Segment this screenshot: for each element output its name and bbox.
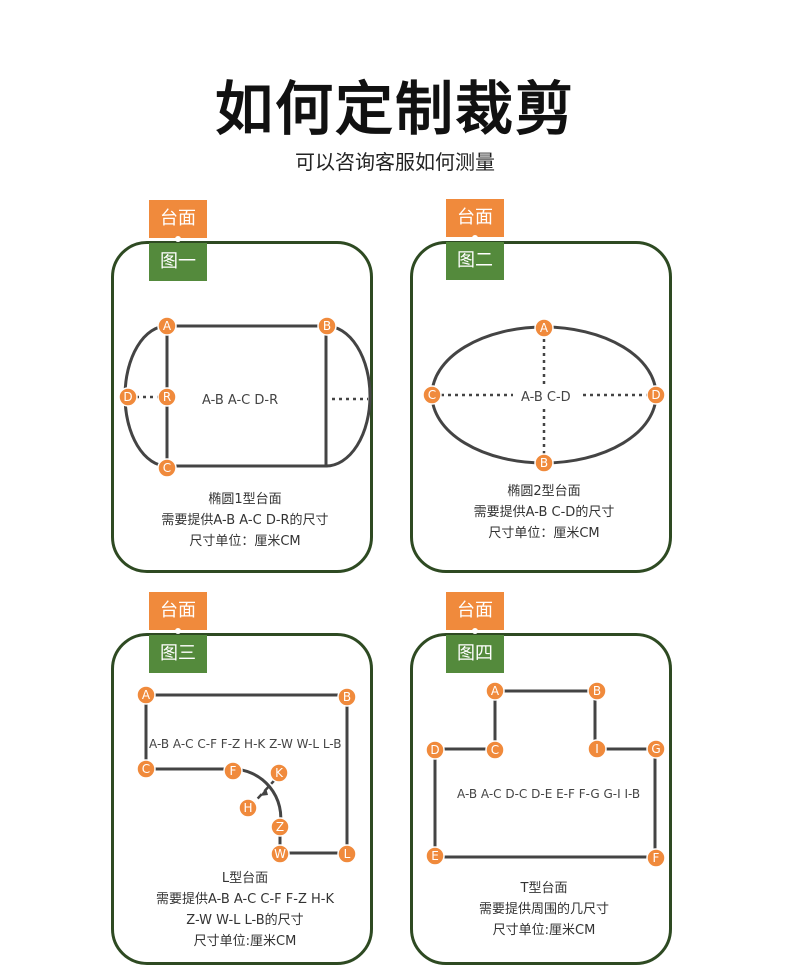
desc-line: T型台面 [520,881,568,896]
card-description: 椭圆2型台面 需要提供A-B C-D的尺寸 尺寸单位：厘米CM [413,481,675,544]
svg-text:B: B [323,319,331,333]
tag-dot [472,628,478,634]
point-d: D [425,740,445,760]
tag-figure-2: 图二 [446,242,504,280]
desc-line: L型台面 [221,871,269,886]
t-shape-diagram: A-B A-C D-C D-E E-F F-G G-I I-B A B D C … [425,681,666,868]
desc-line: 尺寸单位：厘米CM [189,534,301,549]
desc-line: 需要提供A-B A-C C-F F-Z H-K [156,892,334,907]
point-c: C [485,740,505,760]
point-g: G [646,739,666,759]
desc-line: 椭圆2型台面 [507,484,581,499]
svg-text:A: A [540,321,549,335]
point-l: L [337,844,357,864]
svg-text:C: C [428,388,436,402]
tag-countertop: 台面 [149,200,207,238]
point-r: R [157,387,177,407]
inner-label: A-B A-C C-F F-Z H-K Z-W W-L L-B [149,737,341,751]
desc-line: 尺寸单位:厘米CM [193,934,297,949]
svg-text:I: I [595,742,599,756]
tag-figure-1: 图一 [149,243,207,281]
point-b: B [587,681,607,701]
svg-text:B: B [593,684,601,698]
l-shape-diagram: A-B A-C C-F F-Z H-K Z-W W-L L-B A B C F … [136,685,357,864]
desc-line: 需要提供周围的几尺寸 [478,902,609,917]
svg-text:C: C [163,461,171,475]
tag-countertop: 台面 [446,592,504,630]
tag-dot [472,235,478,241]
point-b: B [317,316,337,336]
diagram-card-2: A-B C-D A B C D 椭圆2型台面 需要提供A-B C-D的尺寸 尺寸… [410,241,672,573]
svg-text:F: F [653,851,660,865]
svg-text:L: L [344,847,351,861]
point-h: H [238,798,258,818]
svg-text:R: R [163,390,171,404]
svg-text:B: B [540,456,548,470]
desc-line: 尺寸单位:厘米CM [492,923,596,938]
diagram-card-1: A-B A-C D-R A B C D R 椭圆1型台面 需要提供A-B A-C… [111,241,373,573]
svg-text:A: A [142,688,151,702]
point-f: F [646,848,666,868]
desc-line: 需要提供A-B A-C D-R的尺寸 [161,513,329,528]
tag-dot [175,628,181,634]
tag-dot [175,236,181,242]
point-e: E [425,846,445,866]
svg-text:C: C [142,762,150,776]
card-description: L型台面 需要提供A-B A-C C-F F-Z H-K Z-W W-L L-B… [114,868,376,952]
point-z: Z [270,817,290,837]
ellipse-2-diagram: A-B C-D A B C D [422,318,666,473]
svg-text:H: H [243,801,252,815]
point-f: F [223,761,243,781]
point-k: K [269,763,289,783]
page-subtitle: 可以咨询客服如何测量 [295,150,495,174]
point-d: D [646,385,666,405]
svg-text:G: G [651,742,660,756]
desc-line: 需要提供A-B C-D的尺寸 [473,505,615,520]
inner-label: A-B C-D [521,390,571,405]
ellipse-1-diagram: A-B A-C D-R A B C D R [118,316,372,478]
point-a: A [157,316,177,336]
svg-text:A: A [491,684,500,698]
point-b: B [337,687,357,707]
svg-text:C: C [491,743,499,757]
card-description: T型台面 需要提供周围的几尺寸 尺寸单位:厘米CM [413,878,675,941]
point-a: A [136,685,156,705]
point-i: I [587,739,607,759]
tag-countertop: 台面 [149,592,207,630]
svg-text:K: K [275,766,284,780]
diagram-card-3: A-B A-C C-F F-Z H-K Z-W W-L L-B A B C F … [111,633,373,965]
tag-figure-3: 图三 [149,635,207,673]
card-description: 椭圆1型台面 需要提供A-B A-C D-R的尺寸 尺寸单位：厘米CM [114,489,376,552]
svg-text:W: W [274,847,286,861]
point-c: C [136,759,156,779]
point-a: A [485,681,505,701]
svg-text:E: E [431,849,439,863]
tag-countertop: 台面 [446,199,504,237]
svg-text:D: D [430,743,439,757]
tag-figure-4: 图四 [446,635,504,673]
svg-text:F: F [230,764,237,778]
point-d: D [118,387,138,407]
point-b: B [534,453,554,473]
desc-line: Z-W W-L L-B的尺寸 [186,913,304,928]
diagram-card-4: A-B A-C D-C D-E E-F F-G G-I I-B A B D C … [410,633,672,965]
point-w: W [270,844,290,864]
inner-label: A-B A-C D-R [202,393,278,408]
desc-line: 尺寸单位：厘米CM [488,526,600,541]
point-c: C [157,458,177,478]
svg-text:D: D [123,390,132,404]
svg-text:B: B [343,690,351,704]
svg-text:Z: Z [276,820,284,834]
desc-line: 椭圆1型台面 [208,492,282,507]
point-a: A [534,318,554,338]
page-title: 如何定制裁剪 [214,75,575,143]
point-c: C [422,385,442,405]
inner-label: A-B A-C D-C D-E E-F F-G G-I I-B [457,787,640,801]
svg-text:A: A [163,319,172,333]
svg-text:D: D [651,388,660,402]
